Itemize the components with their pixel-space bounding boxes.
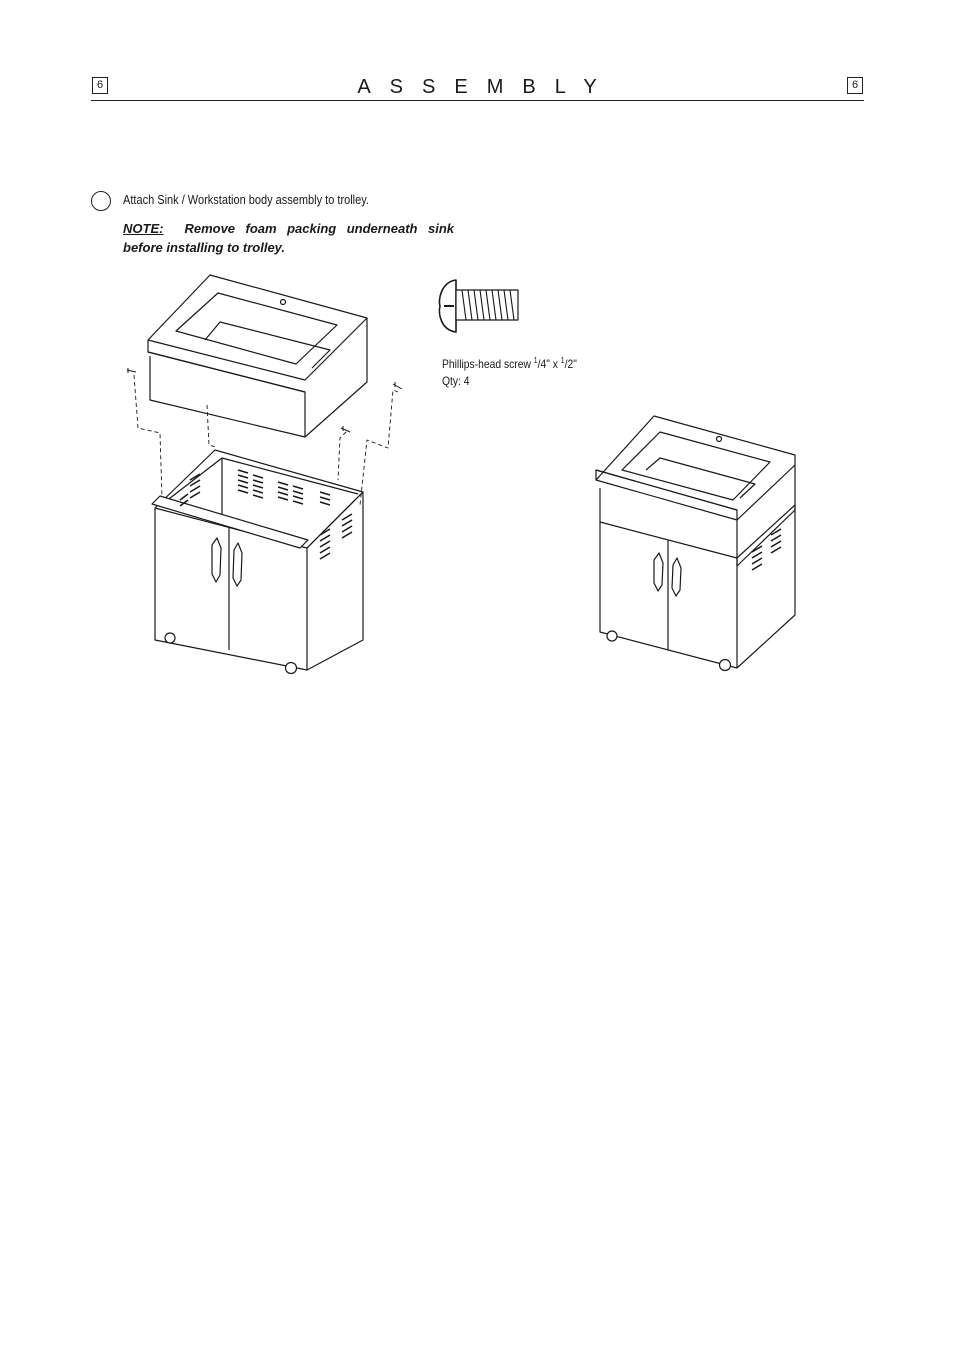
phillips-screw-icon xyxy=(438,279,519,333)
screw-caption: Phillips-head screw 1/4" x 1/2" Qty: 4 xyxy=(442,352,577,390)
screw-description: Phillips-head screw xyxy=(442,357,531,371)
screw-size-a-num: 1 xyxy=(533,356,538,365)
page-title: ASSEMBLY xyxy=(357,76,616,98)
exploded-trolley xyxy=(151,449,364,675)
screw-size-a-den: /4" xyxy=(537,357,550,371)
dashed-guides xyxy=(133,374,399,506)
note-block: NOTE: Remove foam packing underneath sin… xyxy=(123,219,454,257)
note-text: Remove foam packing underneath sink befo… xyxy=(123,221,454,255)
page-number-left: 6 xyxy=(92,77,108,94)
screw-size-b-num: 1 xyxy=(560,356,565,365)
step-instruction: Attach Sink / Workstation body assembly … xyxy=(123,193,369,207)
page-number-right: 6 xyxy=(847,77,863,94)
screw-qty: Qty: 4 xyxy=(442,374,470,388)
note-label: NOTE: xyxy=(123,221,164,236)
screw-size-b-den: /2" xyxy=(564,357,577,371)
assembled-unit-diagram xyxy=(595,415,796,672)
header-rule xyxy=(91,100,864,101)
exploded-sink-body xyxy=(147,274,368,438)
step-number-circle xyxy=(91,191,111,211)
screw-size-x: x xyxy=(549,357,561,371)
